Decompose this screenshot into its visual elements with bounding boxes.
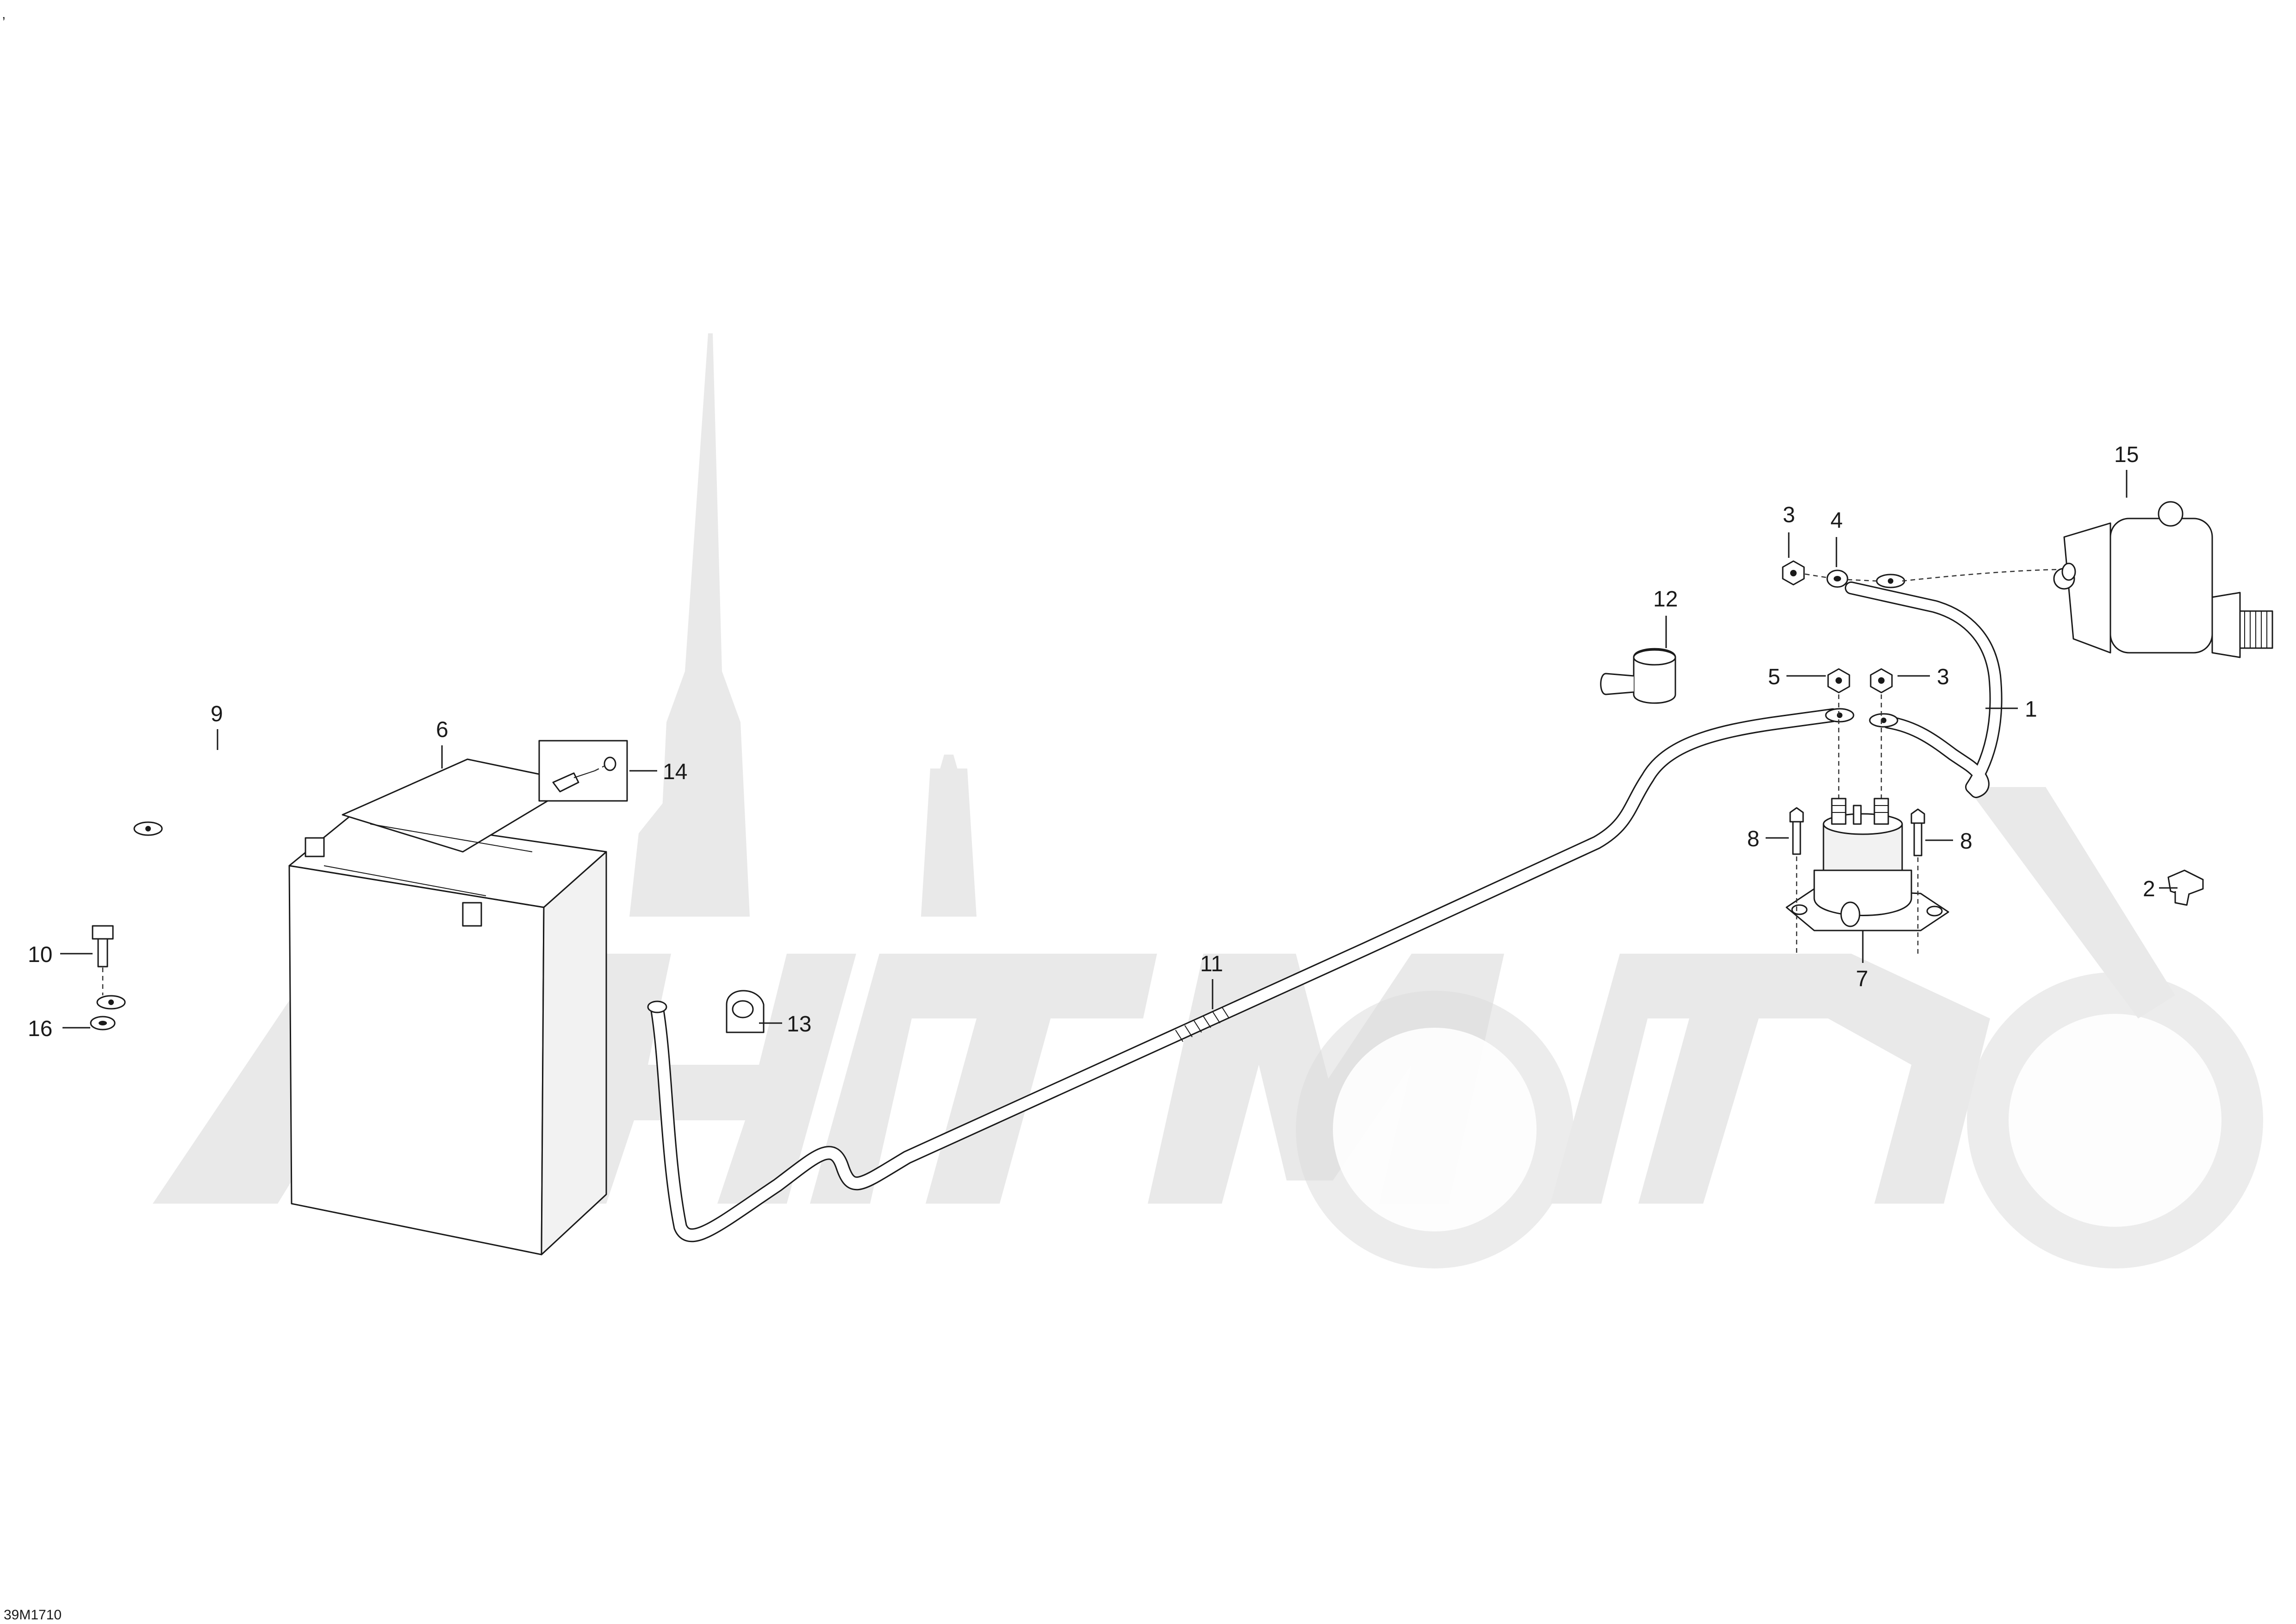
- bolt-10: [92, 925, 114, 995]
- hardware-box-14: [538, 740, 628, 802]
- callout-numbers: 1 2 3 4 5 3 6 7 8 8 9 10 11 12 13 14 15 …: [28, 443, 2155, 1041]
- nut-3-top: [1782, 560, 1805, 586]
- callout-10: 10: [28, 943, 52, 967]
- cable-sleeve: [1175, 1006, 1230, 1042]
- starter-cable-1: [1845, 568, 2069, 798]
- main-cable-11: [647, 708, 1854, 1243]
- clip-2: [2167, 869, 2204, 906]
- callout-16: 16: [28, 1017, 52, 1041]
- callout-12: 12: [1653, 587, 1678, 612]
- callout-14: 14: [663, 760, 687, 784]
- drawing-code: 39M1710: [4, 1607, 62, 1623]
- callout-6: 6: [436, 718, 448, 742]
- callout-13: 13: [787, 1012, 811, 1037]
- callout-3: 3: [1783, 503, 1795, 527]
- battery: [288, 758, 607, 1255]
- battery-cable-negative: [96, 763, 244, 1010]
- leader-lines: [60, 470, 2178, 1029]
- star-washer-16: [90, 1016, 116, 1031]
- callout-8b: 8: [1960, 829, 1972, 854]
- callout-3b: 3: [1937, 665, 1949, 689]
- callout-9: 9: [211, 702, 223, 726]
- watermark-text: АвтоМото: [1487, 1362, 1530, 1373]
- callout-7: 7: [1856, 967, 1868, 991]
- callout-15: 15: [2114, 443, 2139, 467]
- screw-8-right: [1910, 808, 1925, 954]
- callout-2: 2: [2143, 877, 2155, 901]
- washer-4: [1826, 569, 1848, 588]
- terminal-boot-12: [1600, 648, 1676, 704]
- callout-8: 8: [1747, 827, 1760, 851]
- callout-5: 5: [1768, 665, 1780, 689]
- starter-solenoid-7: [1786, 798, 1949, 931]
- starter-motor-15: [2053, 501, 2273, 658]
- nut-3-lower: [1870, 668, 1893, 693]
- callout-1: 1: [2025, 697, 2037, 722]
- cable-clamp-13: [726, 990, 765, 1033]
- callout-11: 11: [1200, 952, 1223, 976]
- watermark-logo: АвтоМото: [153, 333, 2263, 1373]
- corner-mark: ,: [2, 6, 6, 22]
- screw-8-left: [1789, 807, 1804, 954]
- callout-4: 4: [1830, 508, 1843, 533]
- nut-5: [1827, 668, 1850, 693]
